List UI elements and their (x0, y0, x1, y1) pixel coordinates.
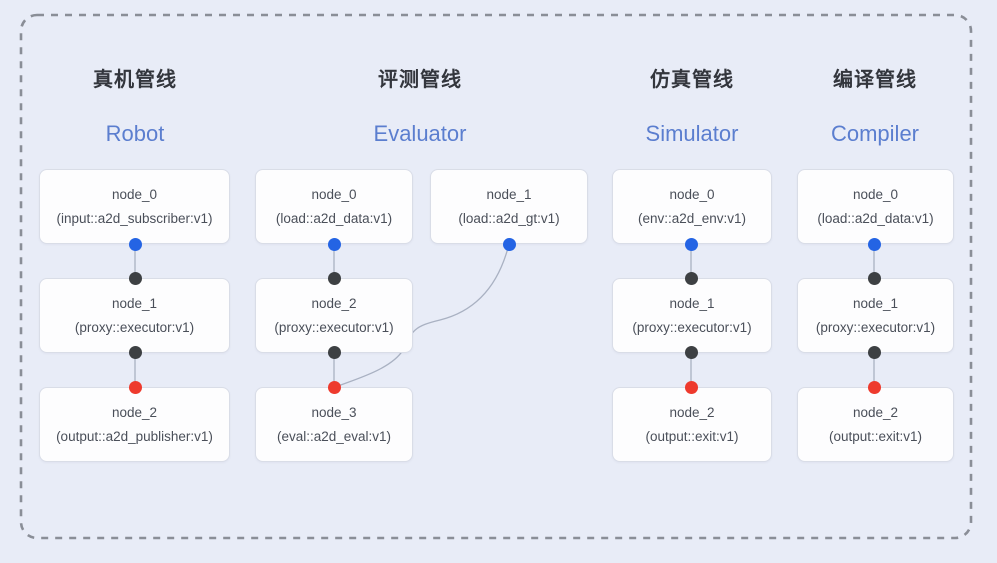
compiler-node-1[interactable]: node_1 (proxy::executor:v1) (797, 278, 954, 353)
port-sink-dot (867, 380, 881, 394)
port-in-dot (128, 271, 142, 285)
node-type: (eval::a2d_eval:v1) (276, 428, 392, 444)
node-name: node_2 (111, 404, 158, 420)
simulator-node-2[interactable]: node_2 (output::exit:v1) (612, 387, 772, 462)
simulator-node-0[interactable]: node_0 (env::a2d_env:v1) (612, 169, 772, 244)
title-en-simulator: Simulator (645, 121, 739, 146)
node-type: (proxy::executor:v1) (74, 319, 195, 335)
title-en-robot: Robot (105, 121, 165, 146)
node-type: (proxy::executor:v1) (632, 319, 752, 335)
compiler-node-0[interactable]: node_0 (load::a2d_data:v1) (797, 169, 954, 244)
robot-node-2[interactable]: node_2 (output::a2d_publisher:v1) (39, 387, 230, 462)
robot-node-1[interactable]: node_1 (proxy::executor:v1) (39, 278, 230, 353)
node-name: node_1 (486, 186, 532, 202)
node-name: node_2 (311, 295, 357, 311)
node-name: node_2 (669, 404, 715, 420)
port-in-dot (327, 271, 341, 285)
node-name: node_1 (852, 295, 899, 311)
port-in-dot (867, 271, 881, 285)
title-zh-simulator: 仿真管线 (650, 69, 734, 91)
port-in-dot (684, 271, 698, 285)
node-type: (input::a2d_subscriber:v1) (56, 210, 213, 226)
edge-evaluator-1-3-curve (334, 243, 510, 388)
title-zh-compiler: 编译管线 (833, 69, 917, 91)
port-out-dot (867, 345, 881, 359)
node-type: (load::a2d_gt:v1) (458, 210, 560, 226)
port-out-dot (128, 237, 142, 251)
node-name: node_0 (111, 186, 158, 202)
port-out-dot (867, 237, 881, 251)
evaluator-node-1[interactable]: node_1 (load::a2d_gt:v1) (430, 169, 588, 244)
title-zh-evaluator: 评测管线 (378, 69, 462, 91)
evaluator-node-3[interactable]: node_3 (eval::a2d_eval:v1) (255, 387, 413, 462)
evaluator-node-2[interactable]: node_2 (proxy::executor:v1) (255, 278, 413, 353)
dashed-frame (19, 13, 973, 540)
port-out-dot (128, 345, 142, 359)
port-out-dot (327, 345, 341, 359)
simulator-node-1[interactable]: node_1 (proxy::executor:v1) (612, 278, 772, 353)
node-name: node_3 (311, 404, 357, 420)
node-name: node_2 (852, 404, 899, 420)
port-sink-dot (327, 380, 341, 394)
node-type: (output::a2d_publisher:v1) (56, 428, 213, 444)
node-name: node_0 (669, 186, 715, 202)
title-en-compiler: Compiler (830, 121, 920, 146)
port-out-dot (684, 237, 698, 251)
node-type: (output::exit:v1) (645, 428, 739, 444)
port-out-dot (327, 237, 341, 251)
port-out-dot (684, 345, 698, 359)
node-name: node_1 (111, 295, 158, 311)
port-sink-dot (684, 380, 698, 394)
node-type: (env::a2d_env:v1) (637, 210, 747, 226)
node-type: (proxy::executor:v1) (815, 319, 936, 335)
title-en-evaluator: Evaluator (373, 121, 467, 146)
node-name: node_0 (852, 186, 899, 202)
node-name: node_0 (311, 186, 357, 202)
title-zh-robot: 真机管线 (93, 69, 177, 91)
node-type: (load::a2d_data:v1) (275, 210, 393, 226)
node-type: (load::a2d_data:v1) (817, 210, 934, 226)
port-sink-dot (128, 380, 142, 394)
compiler-node-2[interactable]: node_2 (output::exit:v1) (797, 387, 954, 462)
node-type: (proxy::executor:v1) (274, 319, 394, 335)
node-name: node_1 (669, 295, 715, 311)
node-type: (output::exit:v1) (828, 428, 923, 444)
evaluator-node-0[interactable]: node_0 (load::a2d_data:v1) (255, 169, 413, 244)
robot-node-0[interactable]: node_0 (input::a2d_subscriber:v1) (39, 169, 230, 244)
port-out-dot (502, 237, 516, 251)
